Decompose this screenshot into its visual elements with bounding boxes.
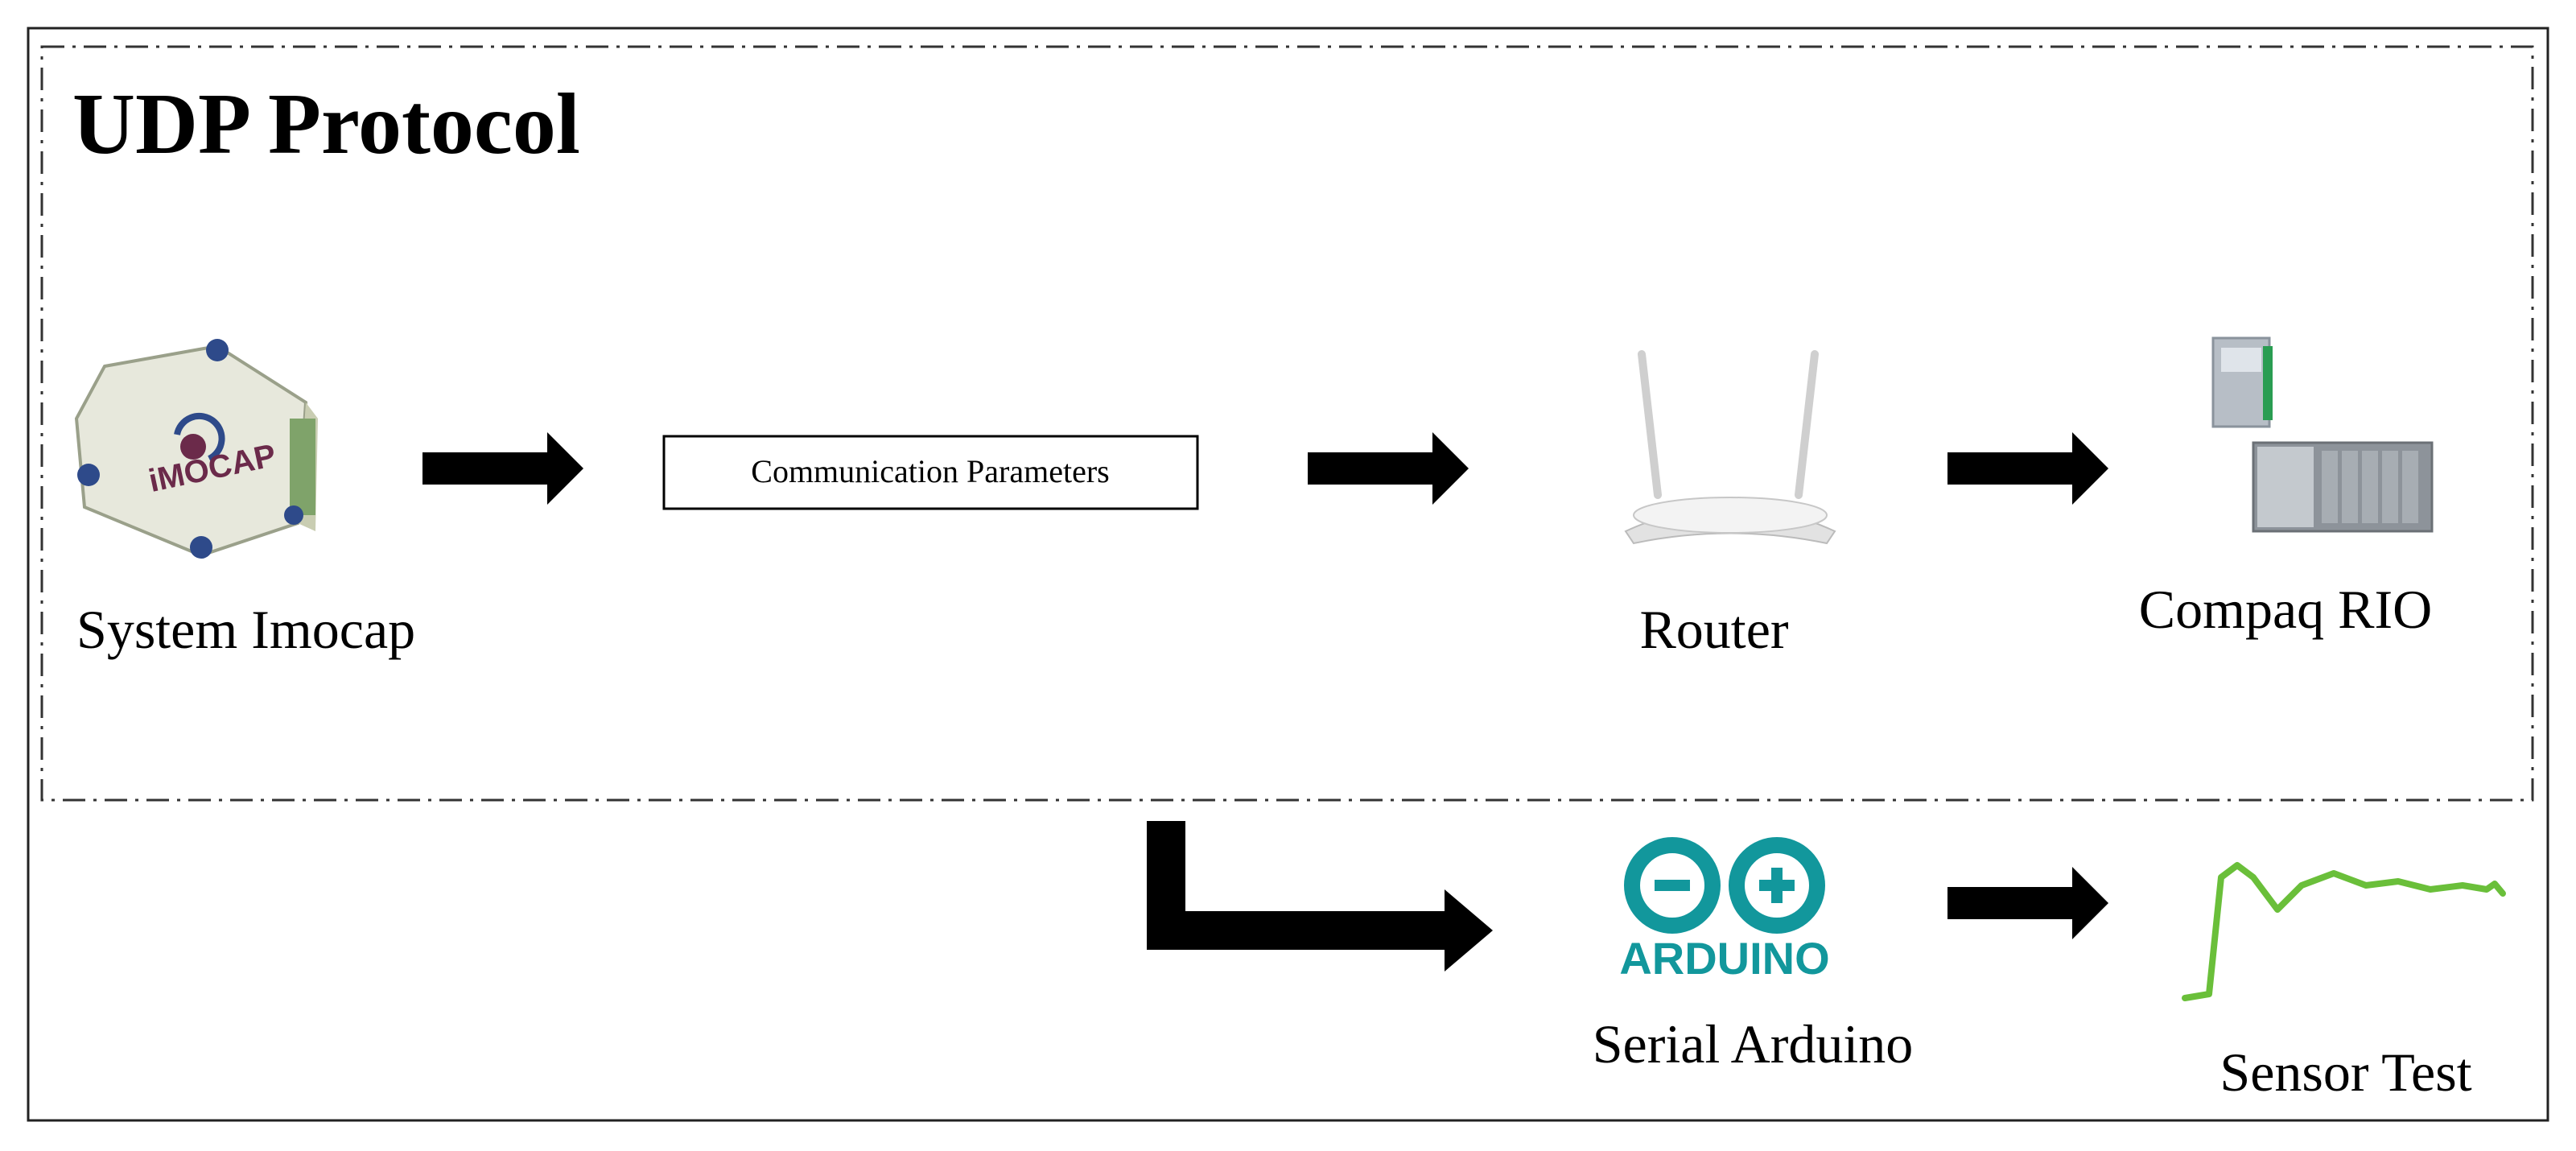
system-imocap-label: System Imocap bbox=[76, 599, 415, 660]
udp-region-frame bbox=[40, 45, 2534, 802]
sensor-test-label: Sensor Test bbox=[2219, 1042, 2471, 1103]
arrow-arduino-to-sensor-test bbox=[1947, 867, 2108, 939]
imocap-device-icon: iMOCAP bbox=[74, 339, 318, 559]
communication-parameters-label: Communication Parameters bbox=[751, 453, 1109, 489]
outer-border bbox=[27, 27, 2549, 1122]
serial-arduino-label: Serial Arduino bbox=[1593, 1013, 1914, 1075]
arrow-params-to-router bbox=[1308, 432, 1469, 505]
communication-parameters-box bbox=[662, 435, 1199, 510]
elbow-arrow-to-arduino bbox=[1147, 821, 1493, 972]
arduino-logo-icon: ARDUINO bbox=[1619, 837, 1830, 984]
compactrio-icon bbox=[2211, 336, 2434, 533]
diagram-title: UDP Protocol bbox=[72, 76, 580, 172]
arduino-logo-text: ARDUINO bbox=[1619, 933, 1829, 984]
router-label: Router bbox=[1639, 599, 1788, 660]
arrow-router-to-compaq-rio bbox=[1947, 432, 2108, 505]
compaq-rio-label: Compaq RIO bbox=[2139, 579, 2433, 640]
sensor-signal-icon bbox=[2182, 862, 2506, 1001]
arrow-imocap-to-params bbox=[422, 432, 583, 505]
router-icon bbox=[1624, 350, 1836, 545]
